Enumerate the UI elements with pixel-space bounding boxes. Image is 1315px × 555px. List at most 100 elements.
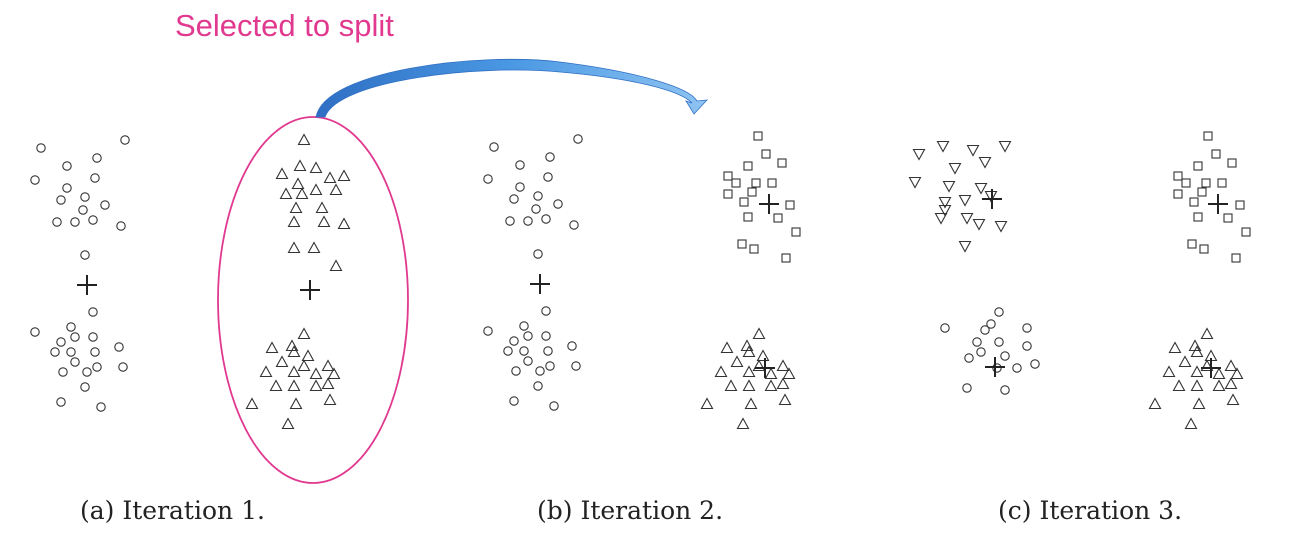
circle-marker bbox=[509, 396, 519, 406]
circle-marker bbox=[66, 347, 76, 357]
circle-marker bbox=[36, 143, 46, 153]
circle-marker bbox=[515, 160, 525, 170]
circle-marker bbox=[976, 347, 986, 357]
square-marker bbox=[753, 131, 763, 141]
triangle-up-marker bbox=[281, 417, 295, 430]
square-marker bbox=[743, 212, 753, 222]
circle-marker bbox=[541, 331, 551, 341]
triangle-up-marker bbox=[756, 349, 770, 362]
triangle-down-marker bbox=[938, 196, 952, 209]
triangle-up-marker bbox=[297, 327, 311, 340]
circle-marker bbox=[52, 217, 62, 227]
triangle-down-marker bbox=[958, 194, 972, 207]
triangle-up-marker bbox=[1190, 379, 1204, 392]
selection-ellipse bbox=[217, 116, 409, 484]
circle-marker bbox=[509, 336, 519, 346]
circle-marker bbox=[80, 250, 90, 260]
plus-centroid bbox=[755, 358, 775, 378]
triangle-up-marker bbox=[1212, 367, 1226, 380]
circle-marker bbox=[545, 152, 555, 162]
triangle-down-marker bbox=[960, 212, 974, 225]
circle-marker bbox=[1030, 359, 1040, 369]
plus-centroid bbox=[77, 275, 97, 295]
triangle-up-marker bbox=[317, 215, 331, 228]
caption-iteration-3: (c) Iteration 3. bbox=[998, 496, 1183, 525]
circle-marker bbox=[543, 172, 553, 182]
triangle-up-marker bbox=[337, 217, 351, 230]
circle-marker bbox=[523, 331, 533, 341]
circle-marker bbox=[940, 323, 950, 333]
caption-iteration-1: (a) Iteration 1. bbox=[80, 496, 265, 525]
triangle-up-marker bbox=[776, 377, 790, 390]
square-marker bbox=[1189, 197, 1199, 207]
circle-marker bbox=[523, 356, 533, 366]
triangle-down-marker bbox=[998, 140, 1012, 153]
selected-to-split-label: Selected to split bbox=[175, 8, 394, 43]
square-marker bbox=[1211, 149, 1221, 159]
square-marker bbox=[1199, 244, 1209, 254]
triangle-up-marker bbox=[1230, 367, 1244, 380]
plus-centroid bbox=[530, 274, 550, 294]
circle-marker bbox=[519, 321, 529, 331]
triangle-down-marker bbox=[958, 240, 972, 253]
circle-marker bbox=[88, 332, 98, 342]
circle-marker bbox=[70, 217, 80, 227]
triangle-up-marker bbox=[279, 187, 293, 200]
circle-marker bbox=[92, 153, 102, 163]
triangle-up-marker bbox=[309, 161, 323, 174]
triangle-up-marker bbox=[1224, 359, 1238, 372]
square-marker bbox=[1187, 239, 1197, 249]
circle-marker bbox=[56, 195, 66, 205]
triangle-up-marker bbox=[245, 397, 259, 410]
square-marker bbox=[767, 178, 777, 188]
triangle-up-marker bbox=[736, 417, 750, 430]
triangle-down-marker bbox=[942, 180, 956, 193]
square-marker bbox=[761, 149, 771, 159]
square-marker bbox=[791, 227, 801, 237]
circle-marker bbox=[545, 361, 555, 371]
circle-marker bbox=[972, 337, 982, 347]
circle-marker bbox=[533, 381, 543, 391]
square-marker bbox=[743, 161, 753, 171]
circle-marker bbox=[519, 346, 529, 356]
circle-marker bbox=[549, 401, 559, 411]
triangle-up-marker bbox=[291, 177, 305, 190]
triangle-up-marker bbox=[742, 379, 756, 392]
triangle-up-marker bbox=[309, 183, 323, 196]
triangle-down-marker bbox=[966, 144, 980, 157]
triangle-up-marker bbox=[1200, 359, 1214, 372]
triangle-up-marker bbox=[776, 359, 790, 372]
circle-marker bbox=[1022, 341, 1032, 351]
circle-marker bbox=[962, 383, 972, 393]
triangle-up-marker bbox=[742, 365, 756, 378]
triangle-up-marker bbox=[323, 171, 337, 184]
triangle-down-marker bbox=[938, 204, 952, 217]
triangle-up-marker bbox=[293, 159, 307, 172]
circle-marker bbox=[70, 357, 80, 367]
square-marker bbox=[749, 244, 759, 254]
circle-marker bbox=[980, 325, 990, 335]
circle-marker bbox=[90, 347, 100, 357]
square-marker bbox=[1181, 178, 1191, 188]
triangle-up-marker bbox=[742, 345, 756, 358]
square-marker bbox=[1217, 178, 1227, 188]
circle-marker bbox=[1000, 351, 1010, 361]
square-marker bbox=[785, 200, 795, 210]
triangle-up-marker bbox=[289, 397, 303, 410]
circle-marker bbox=[100, 200, 110, 210]
circle-marker bbox=[56, 397, 66, 407]
circle-marker bbox=[567, 341, 577, 351]
triangle-up-marker bbox=[295, 187, 309, 200]
triangle-up-marker bbox=[297, 133, 311, 146]
circle-marker bbox=[1000, 385, 1010, 395]
circle-marker bbox=[994, 337, 1004, 347]
circle-marker bbox=[523, 216, 533, 226]
triangle-up-marker bbox=[778, 393, 792, 406]
triangle-up-marker bbox=[1184, 417, 1198, 430]
circle-marker bbox=[70, 332, 80, 342]
triangle-up-marker bbox=[1172, 379, 1186, 392]
triangle-up-marker bbox=[720, 341, 734, 354]
triangle-down-marker bbox=[972, 218, 986, 231]
square-marker bbox=[747, 187, 757, 197]
triangle-up-marker bbox=[287, 379, 301, 392]
